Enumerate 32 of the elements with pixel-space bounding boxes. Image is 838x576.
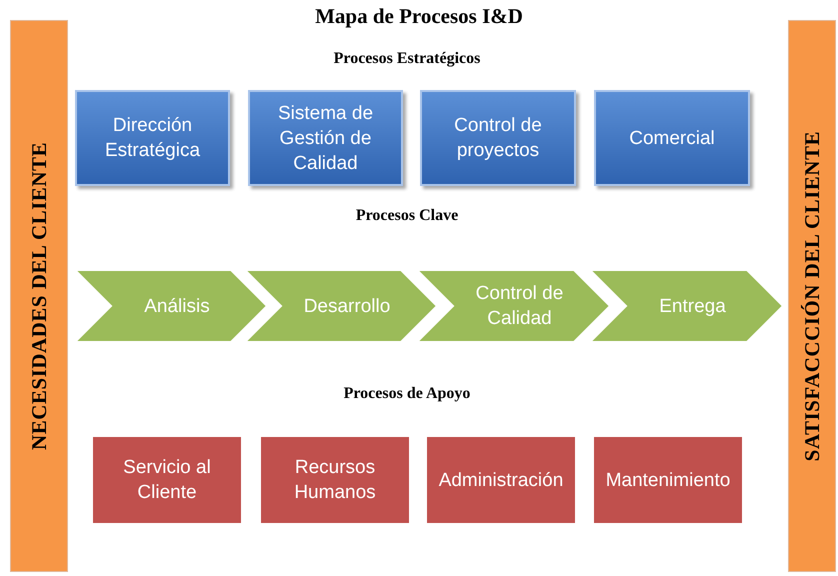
process-box bbox=[420, 90, 576, 186]
process-box bbox=[248, 90, 403, 186]
process-label: Análisis bbox=[144, 294, 210, 318]
band-label: SATISFACCCIÓN DEL CLIENTE bbox=[800, 130, 824, 462]
process-label: Servicio al Cliente bbox=[122, 456, 212, 505]
process-box bbox=[261, 437, 409, 523]
process-box bbox=[93, 437, 241, 523]
process-box bbox=[594, 90, 750, 186]
process-label: Mantenimiento bbox=[606, 468, 730, 492]
chevron-step bbox=[417, 270, 610, 342]
section-heading: Procesos Estratégicos bbox=[334, 50, 480, 68]
section-heading: Procesos de Apoyo bbox=[344, 385, 470, 403]
process-label: Control de Calidad bbox=[474, 282, 564, 331]
diagram-title: Mapa de Procesos I&D bbox=[315, 4, 523, 29]
process-box bbox=[427, 437, 575, 523]
side-band bbox=[10, 20, 68, 572]
process-box bbox=[75, 90, 230, 186]
band-label: NECESIDADES DEL CLIENTE bbox=[26, 142, 52, 450]
process-label: Comercial bbox=[628, 126, 716, 150]
process-label: Recursos Humanos bbox=[293, 456, 377, 505]
process-label: Administración bbox=[438, 468, 564, 492]
chevron-step bbox=[590, 270, 783, 342]
chevron-step bbox=[245, 270, 437, 342]
process-label: Desarrollo bbox=[304, 294, 390, 318]
process-label: Sistema de Gestión de Calidad bbox=[276, 102, 374, 176]
side-band bbox=[788, 20, 836, 572]
chevron-step bbox=[75, 270, 267, 342]
process-label: Dirección Estratégica bbox=[104, 114, 202, 163]
process-label: Control de proyectos bbox=[453, 114, 543, 163]
section-heading: Procesos Clave bbox=[356, 207, 458, 225]
process-label: Entrega bbox=[659, 294, 726, 318]
process-box bbox=[594, 437, 742, 523]
